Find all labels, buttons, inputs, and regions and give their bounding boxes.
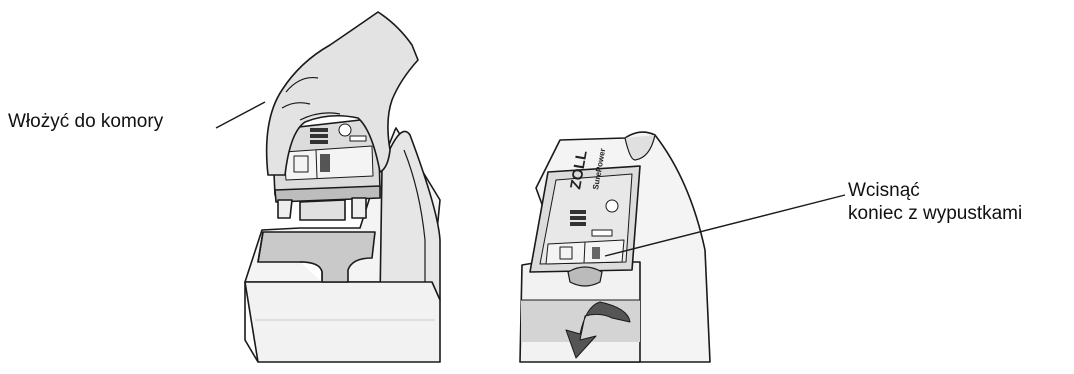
leader-insert — [216, 102, 265, 128]
latch-tab — [568, 267, 602, 286]
callout-press: Wcisnąć koniec z wypustkami — [848, 179, 1022, 225]
right-scene: ZOLL SurePower — [520, 132, 710, 362]
callout-press-line1: Wcisnąć — [848, 179, 1022, 202]
left-scene — [245, 12, 440, 362]
callout-press-line2: koniec z wypustkami — [848, 202, 1022, 225]
left-housing-front — [245, 282, 440, 362]
callout-insert: Włożyć do komory — [8, 110, 163, 133]
